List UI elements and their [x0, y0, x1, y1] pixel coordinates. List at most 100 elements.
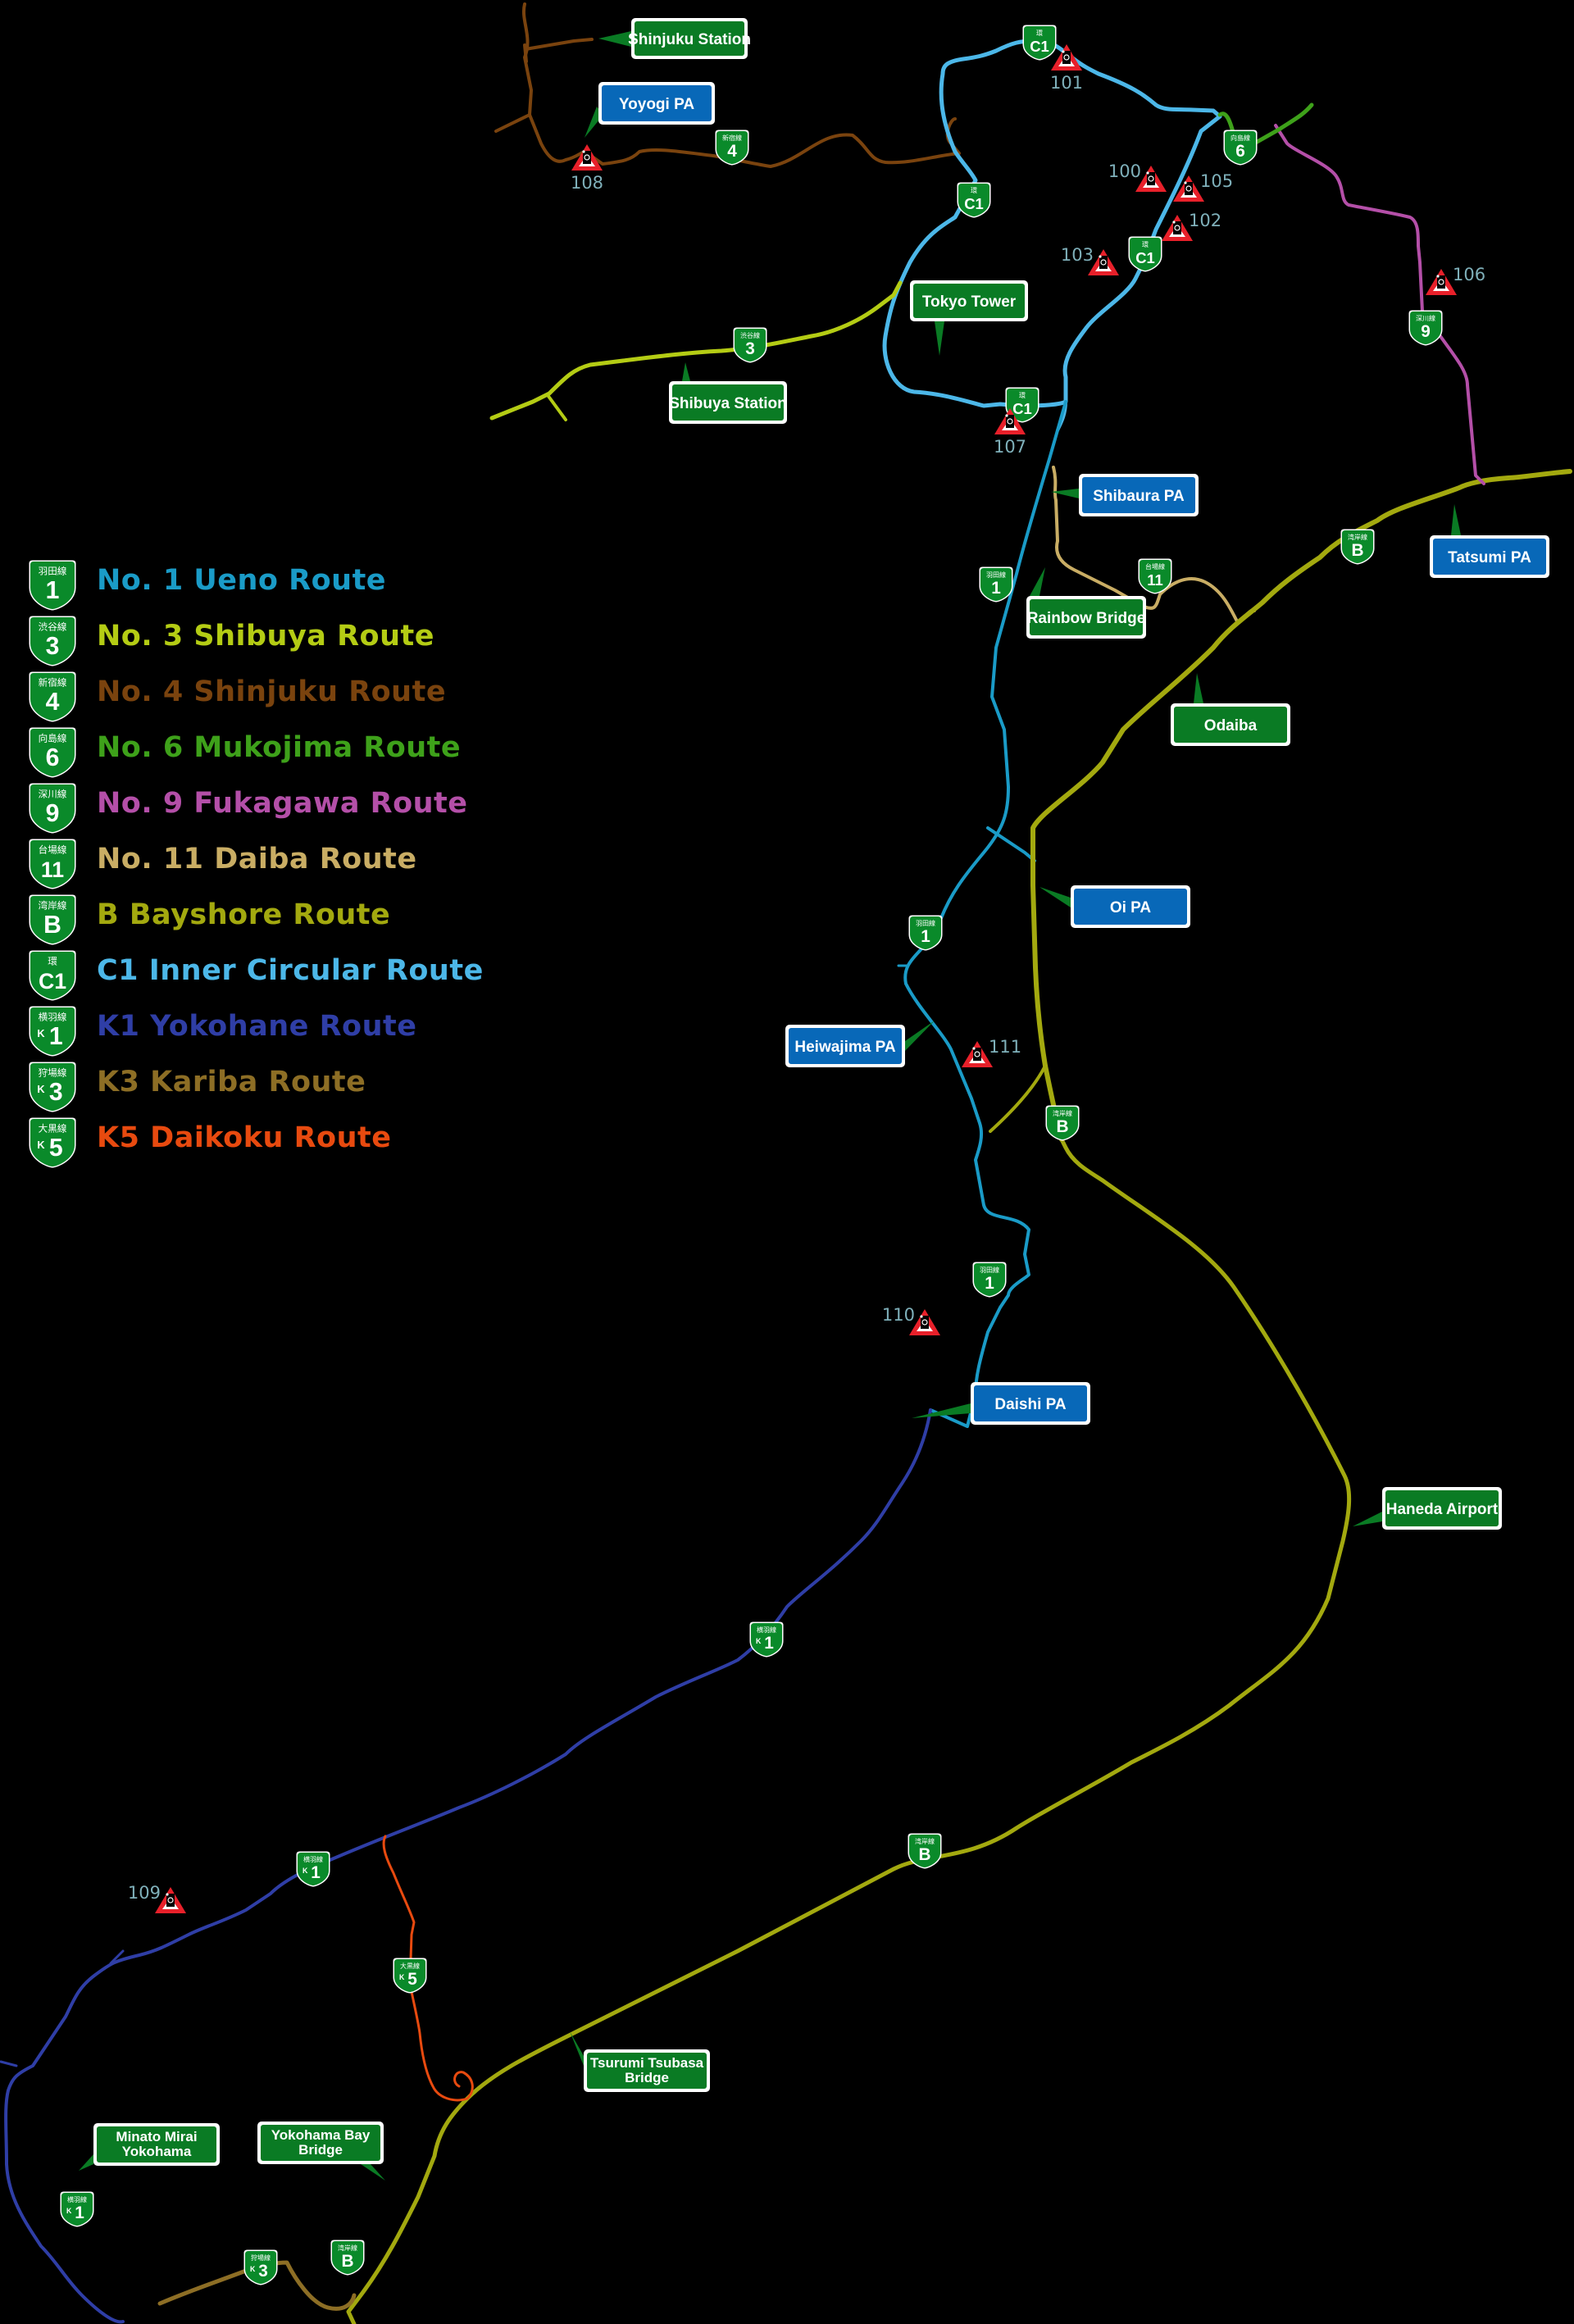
- camera-marker-102[interactable]: 102: [1162, 211, 1221, 241]
- sign-panel: [1385, 1490, 1499, 1526]
- route-line-rK3: [157, 2260, 357, 2311]
- shield-prefix: K: [66, 2207, 72, 2215]
- shield-number: C1: [39, 969, 66, 994]
- camera-flash-icon: [972, 1047, 976, 1050]
- camera-id-label: 107: [994, 437, 1026, 457]
- shield-face: [716, 131, 748, 164]
- place-sign-oi-pa[interactable]: Oi PA: [1071, 885, 1190, 928]
- place-sign-label: Yokohama Bay: [271, 2127, 371, 2143]
- camera-marker-107[interactable]: 107: [994, 408, 1026, 457]
- camera-marker-109[interactable]: 109: [128, 1883, 186, 1913]
- place-sign-haneda-airport[interactable]: Haneda Airport: [1382, 1487, 1502, 1530]
- shield-number: B: [1351, 541, 1363, 560]
- shield-face: [30, 1063, 75, 1111]
- place-sign-odaiba[interactable]: Odaiba: [1171, 703, 1290, 746]
- place-sign-heiwajima-pa[interactable]: Heiwajima PA: [785, 1025, 905, 1067]
- route-line-rK1: [0, 2060, 18, 2067]
- shield-number: 1: [49, 1023, 63, 1050]
- sign-panel: [261, 2125, 380, 2161]
- camera-lens-icon: [1148, 175, 1154, 182]
- sign-panel: [672, 384, 784, 421]
- shield-number: B: [918, 1845, 930, 1864]
- minato-mirai-yokohama-pointer: [79, 2154, 93, 2171]
- place-sign-shibuya-station[interactable]: Shibuya Station: [669, 381, 787, 424]
- shield-kanji: 深川線: [39, 789, 67, 800]
- camera-marker-108[interactable]: 108: [571, 144, 603, 193]
- route-line-r3: [489, 280, 903, 421]
- camera-marker-100[interactable]: 100: [1108, 161, 1167, 192]
- shield-face: [30, 1119, 75, 1167]
- place-sign-shibaura-pa[interactable]: Shibaura PA: [1079, 474, 1199, 516]
- shield-prefix: K: [37, 1139, 45, 1151]
- sign-panel: [1030, 599, 1143, 635]
- place-sign-rainbow-bridge[interactable]: Rainbow Bridge: [1026, 596, 1146, 639]
- yokohama-bay-bridge-pointer: [361, 2164, 385, 2181]
- camera-id-label: 109: [128, 1883, 161, 1903]
- shibaura-pa-pointer: [1051, 489, 1079, 498]
- camera-id-label: 108: [571, 173, 603, 193]
- camera-marker-110[interactable]: 110: [882, 1305, 940, 1335]
- place-sign-tatsumi-pa[interactable]: Tatsumi PA: [1430, 535, 1549, 578]
- legend-label: No. 6 Mukojima Route: [97, 731, 462, 764]
- shield-face: [1130, 238, 1161, 271]
- shield-kanji: 羽田線: [980, 1266, 999, 1274]
- shield-number: 1: [991, 579, 1001, 598]
- place-sign-daishi-pa[interactable]: Daishi PA: [971, 1382, 1090, 1425]
- camera-marker-111[interactable]: 111: [962, 1037, 1021, 1067]
- route-line-r4: [523, 43, 528, 63]
- route-line-r3: [546, 393, 567, 421]
- camera-marker-105[interactable]: 105: [1173, 171, 1233, 202]
- sign-panel: [602, 85, 712, 121]
- camera-icon: [1062, 51, 1071, 64]
- sign-panel: [97, 2126, 216, 2163]
- shield-number: 9: [46, 800, 60, 827]
- camera-marker-103[interactable]: 103: [1061, 245, 1119, 275]
- camera-marker-106[interactable]: 106: [1426, 265, 1485, 295]
- sign-panel: [1082, 477, 1195, 513]
- place-sign-yoyogi-pa[interactable]: Yoyogi PA: [598, 82, 715, 125]
- shield-kanji: 羽田線: [916, 919, 935, 927]
- legend-label: C1 Inner Circular Route: [97, 954, 484, 987]
- place-sign-tokyo-tower[interactable]: Tokyo Tower: [910, 280, 1028, 321]
- shield-face: [61, 2193, 93, 2226]
- place-sign-shinjuku-station[interactable]: Shinjuku Station: [628, 18, 751, 59]
- camera-id-label: 111: [989, 1037, 1021, 1057]
- place-sign-label: Haneda Airport: [1386, 1501, 1499, 1518]
- shield-kanji: 渋谷線: [39, 621, 67, 633]
- camera-marker-101[interactable]: 101: [1050, 44, 1083, 93]
- sign-panel: [635, 21, 744, 56]
- shield-number: 4: [727, 142, 737, 161]
- place-sign-label: Shinjuku Station: [628, 31, 751, 48]
- shield-number: C1: [1012, 400, 1032, 417]
- camera-flash-icon: [166, 1893, 169, 1896]
- shield-kanji: 横羽線: [39, 1012, 67, 1023]
- shield-prefix: K: [37, 1083, 45, 1095]
- place-sign-label: Oi PA: [1110, 899, 1152, 916]
- legend-label: No. 4 Shinjuku Route: [97, 675, 447, 708]
- shield-number: B: [1056, 1117, 1068, 1136]
- camera-flash-icon: [920, 1315, 923, 1318]
- shield-number: C1: [1135, 249, 1155, 266]
- route-line-rK5: [382, 1835, 474, 2102]
